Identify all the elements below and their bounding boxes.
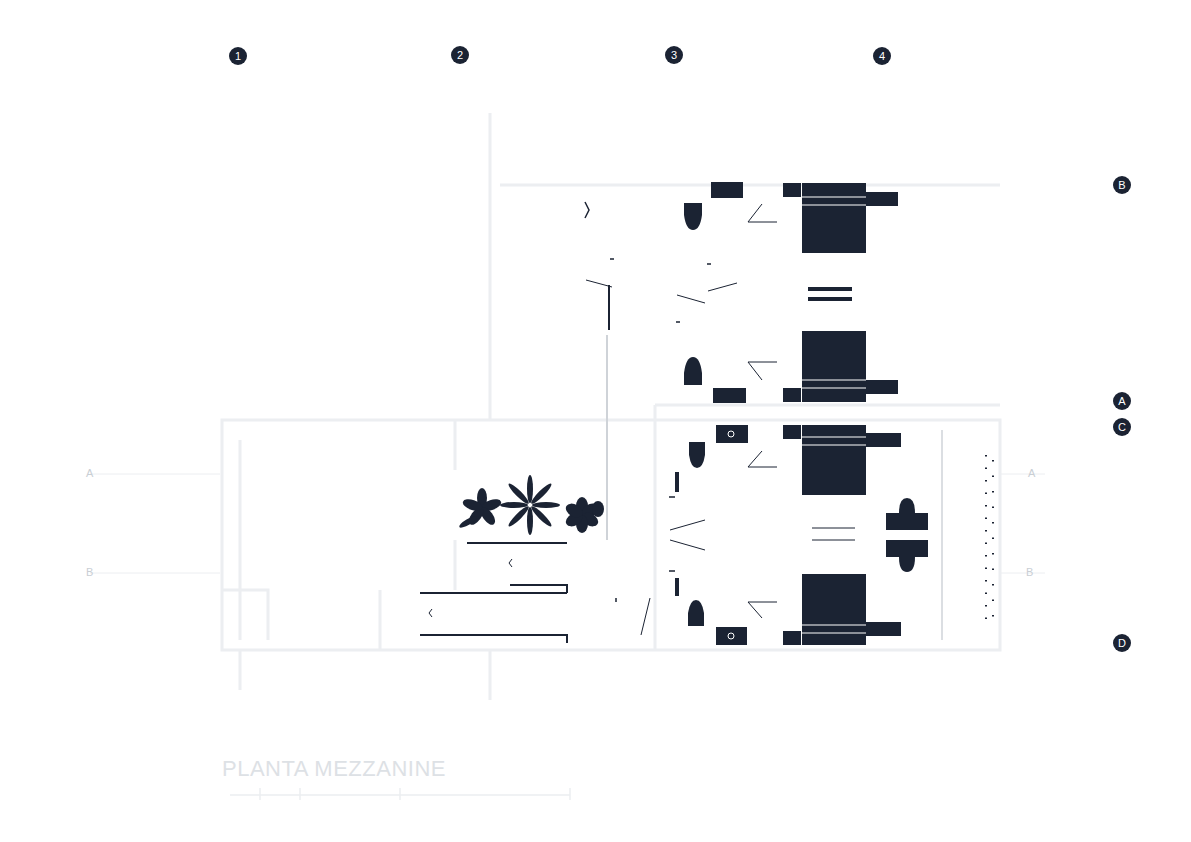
bed-lines [728, 197, 866, 639]
grid-bubble: B [1113, 176, 1131, 194]
grid-bubble: D [1113, 634, 1131, 652]
nightstand [783, 425, 801, 439]
bench [808, 287, 852, 291]
section-marker: A [86, 467, 93, 479]
sink [716, 627, 747, 645]
leaf [461, 497, 483, 513]
leaf [458, 514, 478, 529]
leaf [529, 504, 553, 528]
sink [713, 388, 746, 403]
leaf [527, 507, 533, 535]
nightstand [866, 622, 901, 636]
tick [675, 472, 679, 596]
plant [563, 497, 604, 533]
door-swing [748, 451, 777, 467]
grid-bubble: 4 [873, 47, 891, 65]
wall-outline [222, 420, 1000, 650]
plant [458, 488, 503, 530]
wall-lines [222, 113, 1000, 700]
leaf [563, 501, 585, 520]
grid-label: D [1118, 638, 1126, 649]
chair [899, 498, 915, 513]
wall-ticks [609, 259, 711, 602]
planter-dots [992, 460, 994, 620]
bench [808, 297, 852, 301]
nightstand [866, 433, 901, 447]
desk [886, 540, 928, 557]
chair [899, 557, 915, 572]
scale-bar [230, 788, 570, 800]
nightstand [866, 380, 898, 394]
nightstand [866, 192, 898, 206]
glass-wall [606, 335, 608, 540]
grid-label: 1 [235, 51, 241, 62]
leaf [592, 501, 604, 517]
door-swing [586, 280, 737, 635]
section-marker: B [1026, 566, 1033, 578]
grid-label: B [1118, 180, 1125, 191]
bed [802, 331, 866, 402]
door-swing [748, 602, 777, 618]
bed [802, 425, 866, 495]
tick [610, 259, 711, 602]
section-marker: A [1028, 467, 1035, 479]
leaf [532, 502, 560, 508]
grid-bubble: C [1113, 418, 1131, 436]
leaf [529, 482, 553, 506]
stair-arrow [429, 609, 432, 617]
toilet [684, 357, 702, 385]
sink [711, 182, 743, 198]
toilet [688, 600, 704, 626]
sink [716, 425, 748, 443]
door-swing [748, 204, 777, 222]
leaf [507, 504, 531, 528]
grid-label: A [1118, 396, 1125, 407]
grid-label: 2 [457, 50, 463, 61]
desk [886, 513, 928, 530]
nightstand [783, 183, 801, 197]
leaf [527, 475, 533, 503]
grid-label: C [1118, 422, 1126, 433]
doors [420, 202, 855, 643]
walls [90, 113, 1045, 800]
basin [728, 633, 734, 639]
grid-bubble: 1 [229, 47, 247, 65]
partition [812, 528, 855, 540]
leaf [507, 482, 531, 506]
grid-bubble: A [1113, 392, 1131, 410]
grid-label: 3 [671, 50, 677, 61]
section-line [90, 474, 1045, 573]
furniture [684, 182, 928, 645]
bed [802, 183, 866, 253]
leaf [500, 502, 528, 508]
toilet [684, 203, 702, 230]
door-swing [748, 362, 777, 380]
tick [608, 285, 610, 330]
nightstand [783, 388, 801, 402]
bed [802, 574, 866, 645]
grid-bubble: 3 [665, 46, 683, 64]
grid-label: 4 [879, 51, 885, 62]
grid-bubble: 2 [451, 46, 469, 64]
plant [500, 475, 560, 535]
section-marker: B [86, 566, 93, 578]
nightstand [783, 631, 801, 645]
basin [728, 431, 734, 437]
stair [420, 543, 567, 643]
railing [941, 430, 943, 640]
drawing-title: PLANTA MEZZANINE [222, 756, 446, 782]
planter-dots [985, 455, 987, 620]
stair-arrow [585, 202, 589, 218]
toilet [689, 442, 705, 468]
bed-line [802, 197, 866, 633]
plants [458, 475, 604, 535]
stair-arrow [509, 559, 512, 567]
